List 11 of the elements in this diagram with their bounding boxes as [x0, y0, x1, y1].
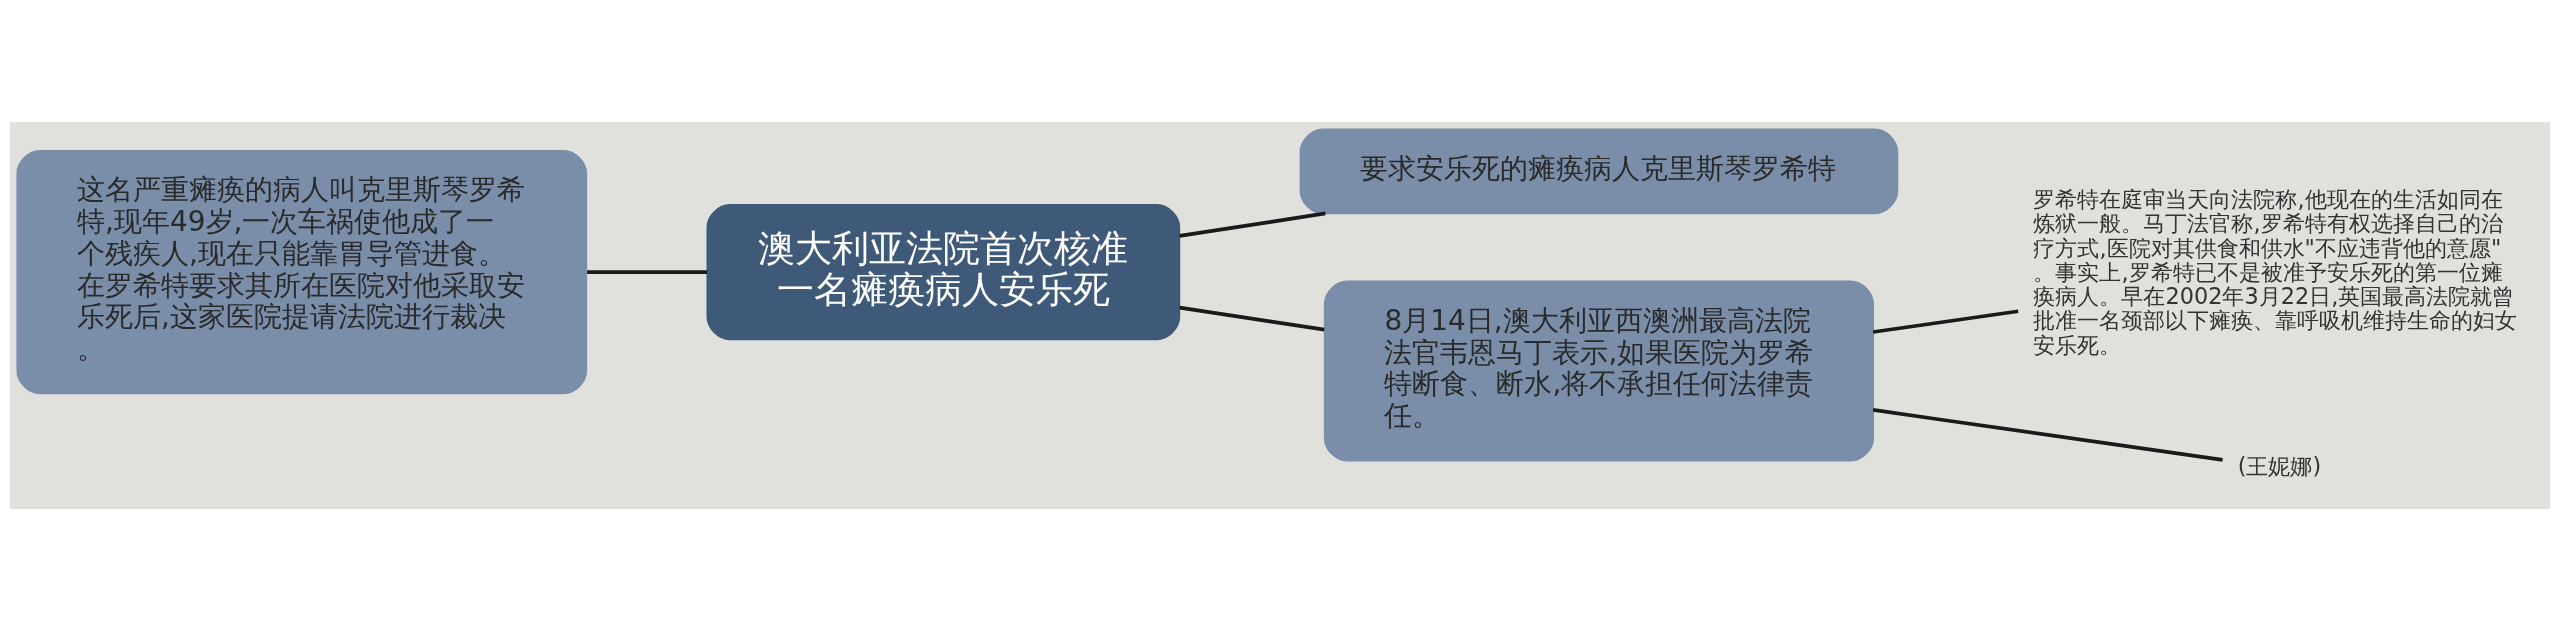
connector — [1872, 309, 2019, 334]
node-box: 这名严重瘫痪的病人叫克里斯琴罗希特,现年49岁,一次车祸使他成了一个残疾人,现在只能靠胃导管进食。在罗希特要求其所在医院对他采取安乐死后,这家医院提请法院进行裁决。 — [16, 149, 588, 395]
node-text: (王妮娜) — [2237, 452, 2322, 479]
connector — [587, 270, 708, 274]
node-box: 要求安乐死的瘫痪病人克里斯琴罗希特 — [1299, 128, 1899, 215]
connector — [1179, 305, 1325, 332]
node-box: 澳大利亚法院首次核准一名瘫痪病人安乐死 — [706, 204, 1181, 341]
connector — [1179, 211, 1326, 238]
connector — [1872, 408, 2223, 462]
node-box: 8月14日,澳大利亚西澳洲最高法院法官韦恩马丁表示,如果医院为罗希特断食、断水,将不承担任何法律责任。 — [1323, 280, 1875, 462]
node-text: 罗希特在庭审当天向法院称,他现在的生活如同在炼狱一般。马丁法官称,罗希特有权选择自己的治疗方式,医院对其供食和供水"不应违背他的意愿"。事实上,罗希特已不是被准予安乐死的第一位瘫痪病人。早在2002年3月22日,英国最高法院就曾批准一名颈部以下瘫痪、靠呼吸机维持生命的妇女安乐死。 — [2033, 186, 2518, 358]
